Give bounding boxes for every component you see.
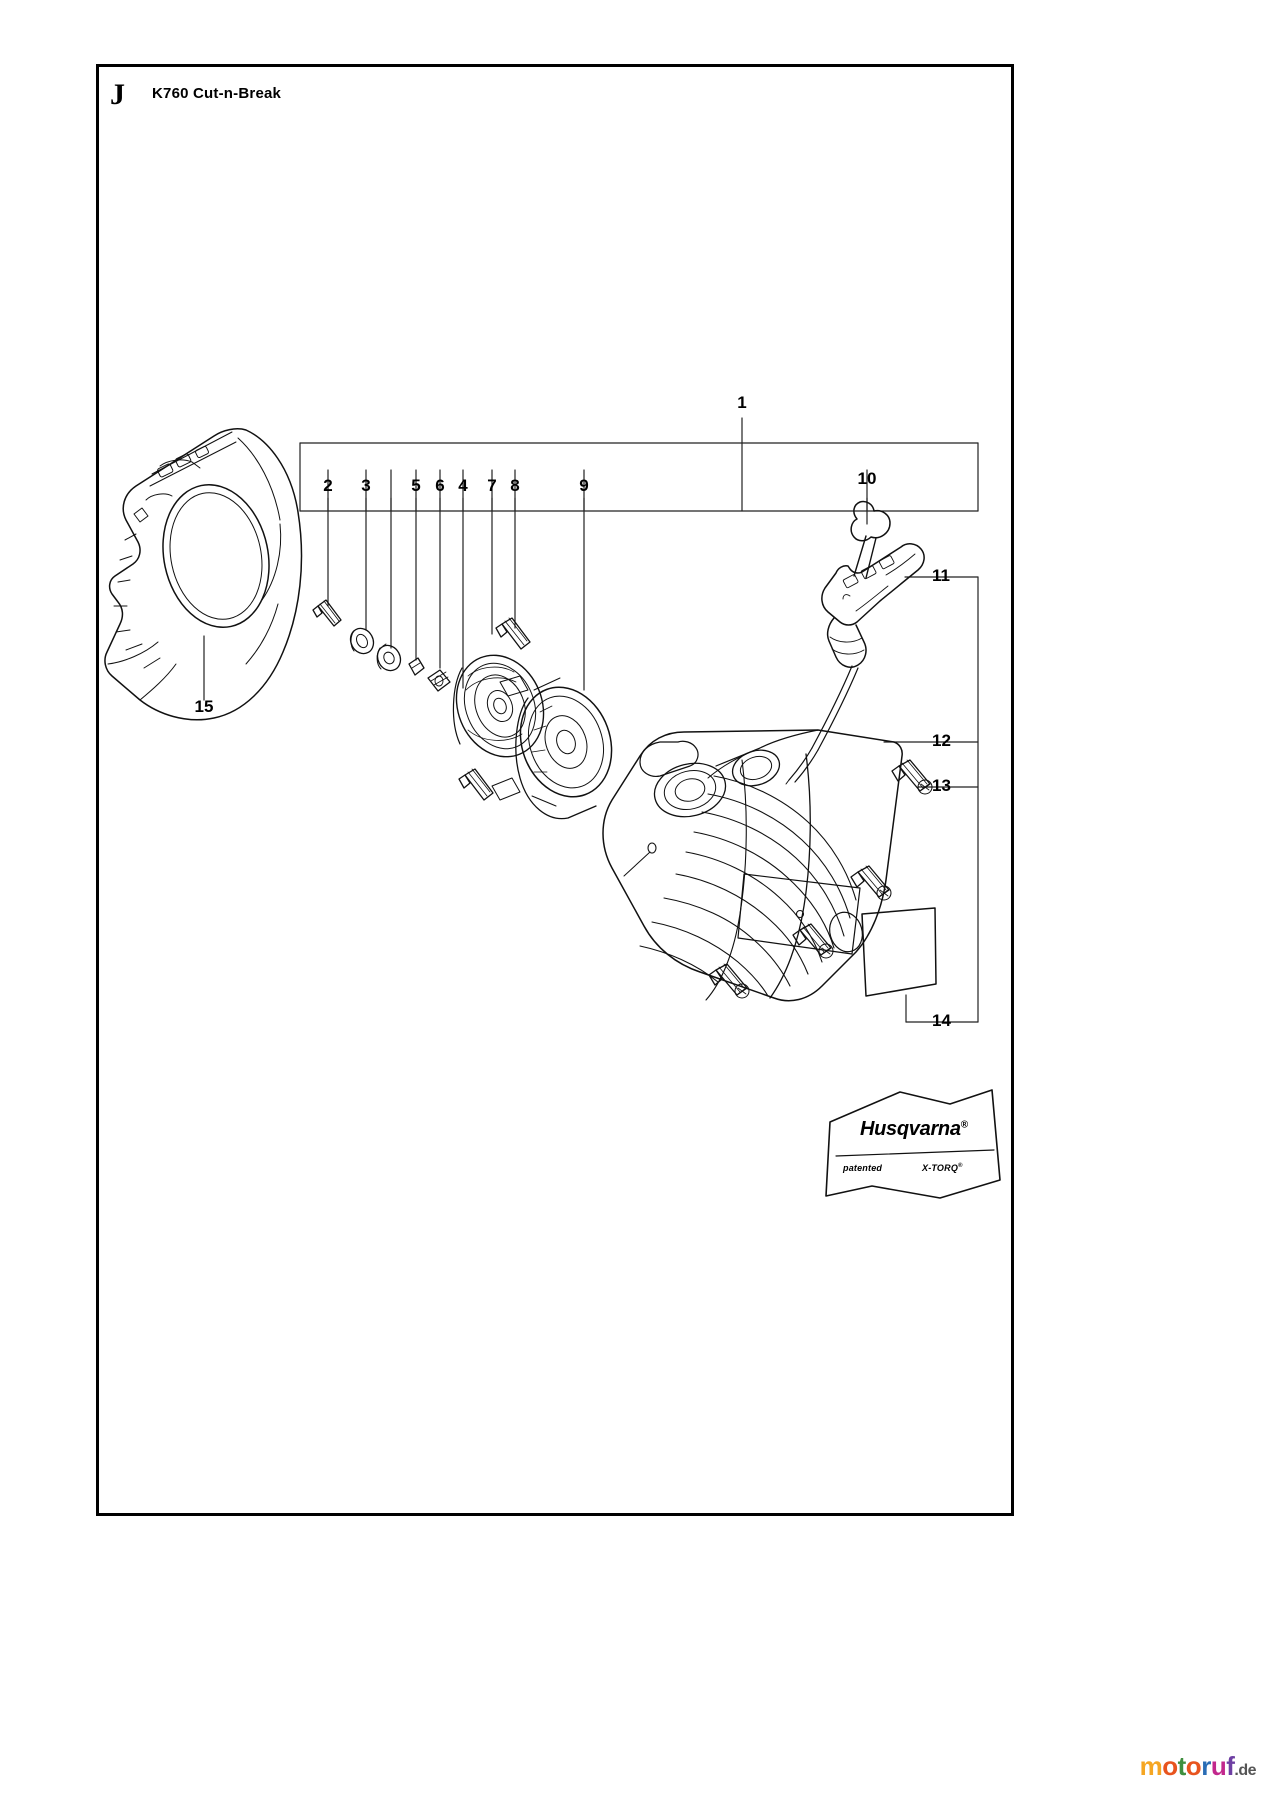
callout-1: 1 (737, 393, 747, 412)
callout-12: 12 (932, 731, 951, 750)
callout-10: 10 (857, 469, 877, 488)
decal-brand-name: Husqvarna (860, 1118, 961, 1140)
watermark: motoruf.de (1139, 1751, 1257, 1782)
decal-right-text: X-TORQ® (922, 1163, 963, 1173)
callout-15: 15 (194, 697, 214, 716)
page-title: K760 Cut-n-Break (152, 85, 282, 102)
decal-brand-text: Husqvarna® (860, 1118, 968, 1141)
callout-9: 9 (579, 476, 589, 495)
decal-brand-mark: ® (960, 1119, 968, 1131)
callout-14: 14 (932, 1011, 951, 1030)
watermark-letter-o2: o (1185, 1751, 1202, 1781)
watermark-letter-f: f (1226, 1751, 1235, 1781)
callout-2: 2 (323, 476, 333, 495)
watermark-suffix: .de (1234, 1762, 1256, 1779)
decal-right-label: X-TORQ (922, 1163, 959, 1173)
decal-right-mark: ® (958, 1163, 963, 1169)
diagram-frame (96, 64, 1014, 1516)
callout-11: 11 (932, 566, 950, 585)
callout-3: 3 (361, 476, 371, 495)
callout-5: 5 (411, 476, 421, 495)
watermark-letter-t: t (1177, 1751, 1187, 1781)
decal-left-text: patented (843, 1163, 883, 1173)
watermark-letter-r: r (1201, 1751, 1211, 1781)
callout-8: 8 (510, 476, 520, 495)
callout-13: 13 (932, 776, 951, 795)
callout-4: 4 (458, 476, 468, 495)
watermark-letter-u: u (1210, 1751, 1227, 1781)
callout-6: 6 (435, 476, 445, 495)
callout-7: 7 (487, 476, 497, 495)
watermark-letter-o1: o (1162, 1751, 1178, 1781)
watermark-letter-m: m (1139, 1751, 1163, 1781)
section-letter: J (110, 78, 125, 111)
